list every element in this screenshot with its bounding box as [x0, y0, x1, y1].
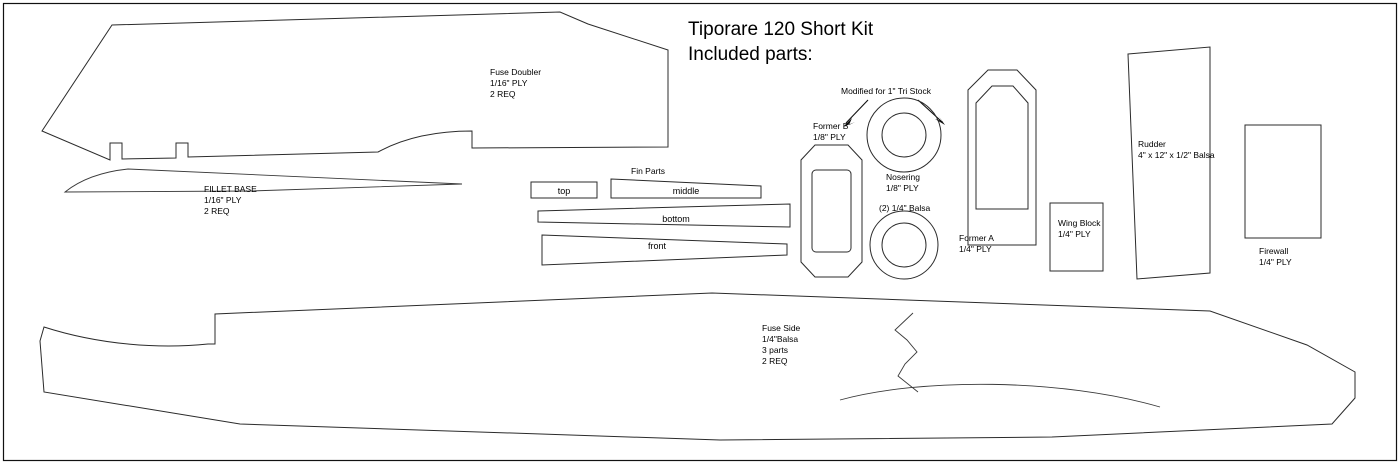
tri-stock-arrow-right-head	[935, 115, 945, 125]
fin-part-bottom-label: bottom	[662, 214, 690, 224]
former-a-material: 1/4" PLY	[959, 244, 992, 254]
fin-part-middle-outline	[610, 178, 762, 199]
rudder-outline	[1127, 46, 1211, 280]
fuse-doubler-name: Fuse Doubler	[490, 67, 541, 77]
fuse-side-outline	[39, 292, 1356, 441]
former-b-inner-cutout	[811, 169, 852, 253]
fuse-side-lower-curve	[839, 383, 1161, 408]
wing-block-name: Wing Block	[1058, 218, 1101, 228]
fillet-base-quantity: 2 REQ	[204, 206, 230, 216]
drawing-title-line1: Tiporare 120 Short Kit	[688, 19, 874, 40]
fuse-side-parts: 3 parts	[762, 345, 788, 355]
tri-stock-arrow-left-head	[843, 118, 855, 127]
tri-stock-arrow-left	[845, 99, 869, 124]
fin-part-top-outline	[530, 181, 598, 199]
fillet-base-name: FILLET BASE	[204, 184, 257, 194]
former-a-outline	[967, 69, 1037, 246]
drawing-title-line2: Included parts:	[688, 44, 813, 65]
rudder-name: Rudder	[1138, 139, 1166, 149]
balsa-ring-outer-circle	[869, 210, 939, 280]
fuse-doubler-quantity: 2 REQ	[490, 89, 516, 99]
fin-part-middle-label: middle	[673, 186, 700, 196]
rudder-material: 4" x 12" x 1/2" Balsa	[1138, 150, 1215, 160]
tri-stock-arrow-right	[917, 99, 942, 122]
fin-part-bottom-outline	[537, 203, 791, 228]
former-a-inner-cutout	[975, 85, 1029, 210]
fillet-base-outline	[63, 168, 463, 193]
nosering-name: Nosering	[886, 172, 920, 182]
nosering-outer-circle	[866, 97, 942, 173]
former-b-material: 1/8" PLY	[813, 132, 846, 142]
tri-stock-annotation: Modified for 1" Tri Stock	[841, 86, 932, 96]
wing-block-material: 1/4" PLY	[1058, 229, 1091, 239]
fin-part-front-label: front	[648, 241, 667, 251]
nosering-material: 1/8" PLY	[886, 183, 919, 193]
fuse-side-name: Fuse Side	[762, 323, 801, 333]
balsa-ring-name: (2) 1/4" Balsa	[879, 203, 930, 213]
fin-parts-group-label: Fin Parts	[631, 166, 665, 176]
former-b-name: Former B	[813, 121, 849, 131]
fin-part-front-outline	[541, 234, 788, 266]
fillet-base-material: 1/16" PLY	[204, 195, 242, 205]
fuse-side-quantity: 2 REQ	[762, 356, 788, 366]
fuse-doubler-outline	[41, 11, 669, 161]
former-a-name: Former A	[959, 233, 994, 243]
firewall-outline	[1244, 124, 1322, 239]
wing-block-outline	[1049, 202, 1104, 272]
firewall-name: Firewall	[1259, 246, 1288, 256]
fuse-side-joint-zigzag	[894, 312, 919, 393]
firewall-material: 1/4" PLY	[1259, 257, 1292, 267]
nosering-inner-circle	[881, 112, 927, 158]
balsa-ring-inner-circle	[881, 222, 927, 268]
fuse-doubler-material: 1/16" PLY	[490, 78, 528, 88]
fuse-side-material: 1/4"Balsa	[762, 334, 798, 344]
former-b-outline	[800, 144, 863, 278]
fin-part-top-label: top	[558, 186, 571, 196]
